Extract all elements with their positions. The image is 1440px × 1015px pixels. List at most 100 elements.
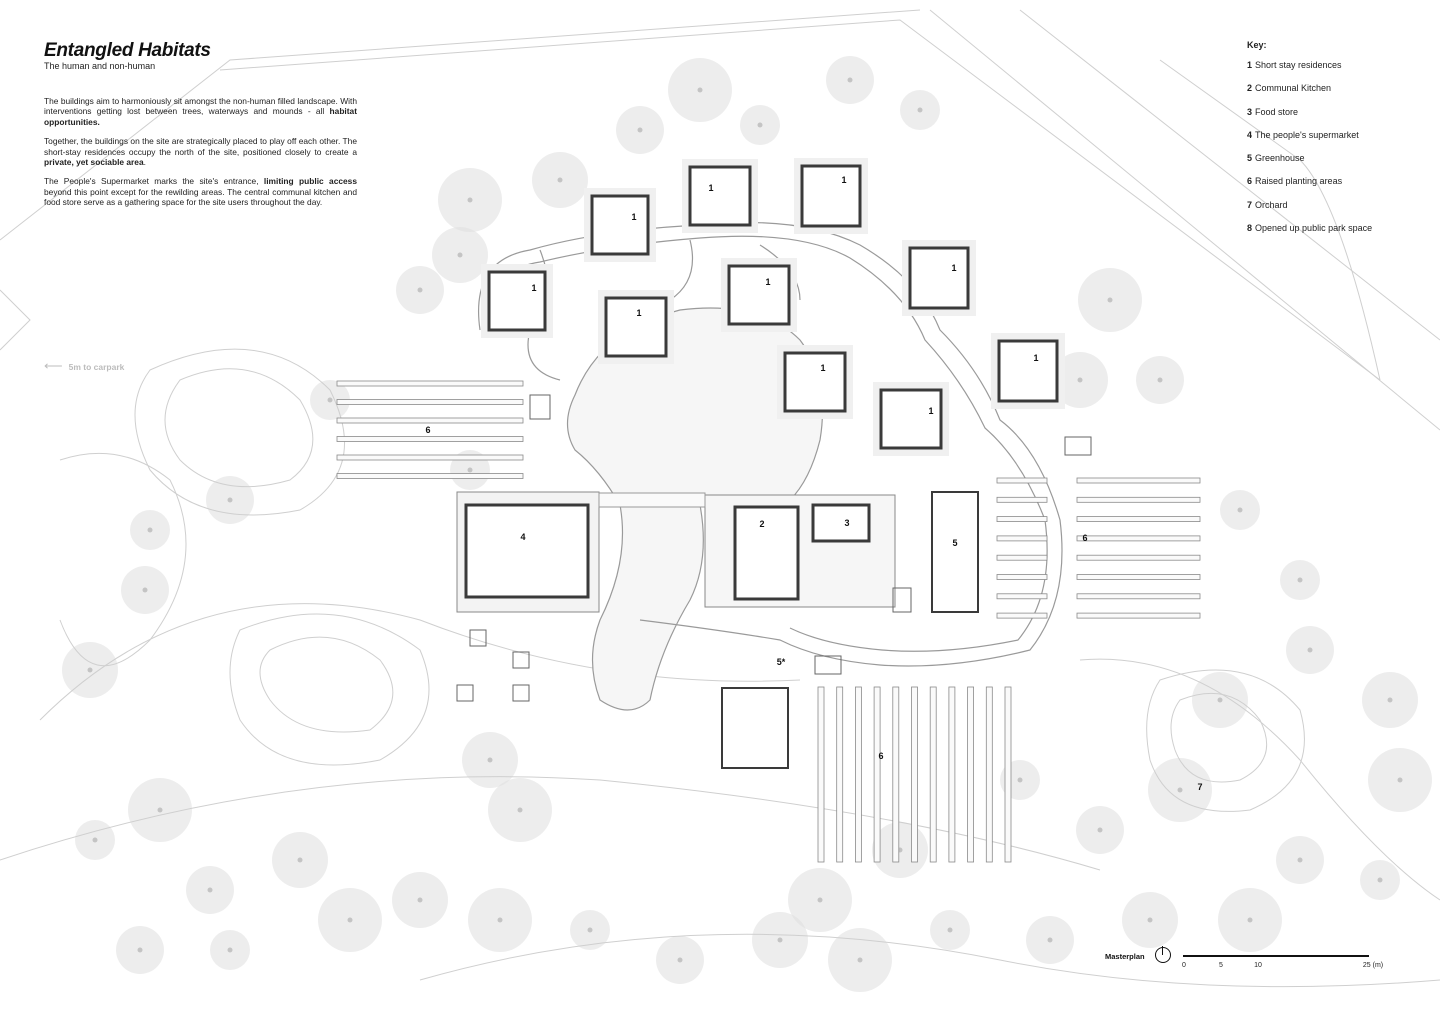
field-boundary (1159, 59, 1381, 381)
small-structures (456, 394, 1092, 702)
intro-paragraph: The People's Supermarket marks the site'… (44, 176, 357, 207)
legend-label: Communal Kitchen (1255, 83, 1332, 94)
planting-row (873, 686, 881, 863)
planting-row (996, 574, 1048, 580)
site-lines (0, 9, 1440, 988)
planting-row (996, 477, 1048, 484)
intro-text-span: Together, the buildings on the site are … (44, 136, 357, 157)
shed (469, 629, 487, 647)
tree-trunk (327, 397, 333, 403)
legend-label: Orchard (1255, 199, 1288, 210)
residence-label: 1 (631, 212, 637, 222)
scale-tick-label: 5 (1219, 962, 1223, 969)
greenhouse (931, 491, 979, 613)
tree-trunk (757, 122, 763, 128)
greenhouse-label: 5* (776, 657, 786, 667)
legend-number: 2 (1247, 83, 1253, 94)
tree-trunk (947, 927, 953, 933)
tree-trunk (87, 667, 93, 673)
planting-row (336, 399, 524, 405)
residence (800, 164, 862, 228)
landscape-line (39, 603, 801, 721)
legend-number: 8 (1247, 223, 1253, 234)
tree-trunk (777, 937, 783, 943)
field-boundary (0, 289, 31, 351)
legend-label: Greenhouse (1255, 153, 1305, 164)
landscape-line (419, 933, 1440, 988)
water-tank (529, 394, 551, 420)
residence-label: 1 (1033, 353, 1039, 363)
tree-trunk (467, 197, 473, 203)
intro-paragraph: The buildings aim to harmoniously sit am… (44, 96, 357, 127)
planting-row (996, 554, 1048, 561)
tree-trunk (847, 77, 853, 83)
tree-trunk (467, 467, 473, 473)
planting-row (996, 612, 1048, 619)
tree-trunk (1047, 937, 1053, 943)
tree-trunk (857, 957, 863, 963)
contour (134, 348, 345, 516)
tree-trunk (1237, 507, 1243, 513)
north-arrow-icon (1155, 946, 1171, 963)
contour (229, 613, 430, 766)
supermarket-label: 4 (520, 532, 526, 542)
planting-row (967, 686, 974, 863)
tree-trunk (1177, 787, 1183, 793)
landscape-line (1079, 658, 1440, 901)
residence-label: 1 (708, 183, 714, 193)
planting-row (1076, 477, 1201, 484)
tree-trunk (1297, 577, 1303, 583)
planting-row (911, 686, 918, 863)
shed (456, 684, 474, 702)
tree-trunk (1017, 777, 1023, 783)
legend-number: 1 (1247, 60, 1253, 70)
tree-trunk (1387, 697, 1393, 703)
food-store (811, 503, 871, 543)
intro-text-span: The People's Supermarket marks the site'… (44, 176, 264, 187)
legend-label: Opened up public park space (1255, 223, 1373, 234)
tree-trunk (497, 917, 503, 923)
tree-trunk (297, 857, 303, 863)
contour (1146, 669, 1305, 812)
intro-text-span: beyond this point except for the rewildi… (44, 186, 357, 208)
walkway (598, 492, 706, 508)
tree-trunk (697, 87, 703, 93)
residence-label: 1 (531, 283, 537, 293)
planting-row (996, 496, 1048, 503)
planting-row (929, 686, 937, 863)
legend-label: The people's supermarket (1255, 129, 1359, 140)
residence (783, 351, 847, 413)
scale-tick-label: 10 (1254, 962, 1262, 969)
residence (727, 264, 791, 326)
landscape-line (0, 776, 1101, 871)
tree-trunk (142, 587, 148, 593)
planting-row (336, 380, 524, 387)
intro-paragraph: Together, the buildings on the site are … (44, 136, 357, 167)
buildings (456, 158, 1065, 769)
greenhouse-small (721, 687, 789, 769)
tree-trunk (227, 947, 233, 953)
planting-row (996, 593, 1048, 600)
carpark-direction: ⟵5m to carpark (44, 358, 124, 374)
tree-trunk (417, 897, 423, 903)
tree-trunk (147, 527, 153, 533)
shed (512, 684, 530, 702)
legend-label: Short stay residences (1255, 60, 1342, 70)
tree-trunk (1097, 827, 1103, 833)
central-space (591, 504, 704, 711)
page-title: Entangled Habitats (44, 40, 211, 61)
intro-bold-span: habitat opportunities. (44, 106, 357, 127)
intro-text-span: . (143, 157, 146, 168)
intro-bold-span: private, yet sociable area (44, 157, 144, 168)
water-tank (814, 655, 842, 675)
planting-row (336, 417, 524, 424)
tree-trunk (587, 927, 593, 933)
legend-number: 3 (1247, 106, 1253, 117)
scale-tick-label: 25 (m) (1362, 962, 1384, 969)
tree-trunk (677, 957, 683, 963)
contour (259, 636, 394, 733)
